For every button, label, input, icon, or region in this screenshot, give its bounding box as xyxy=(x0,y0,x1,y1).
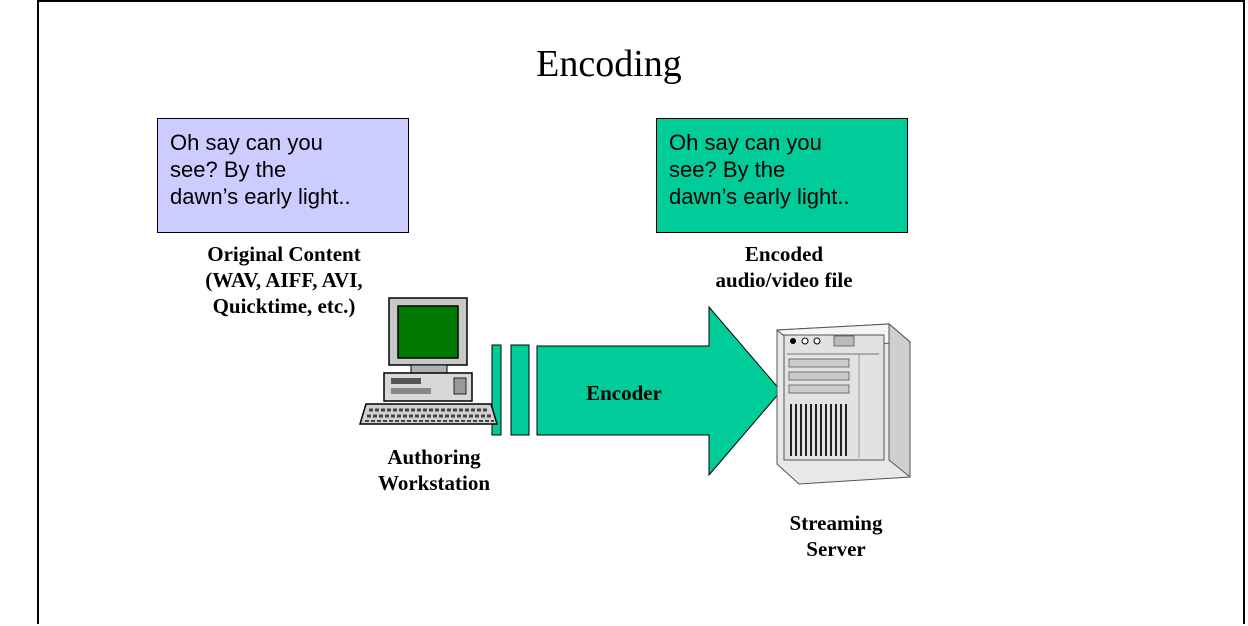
slide-title: Encoding xyxy=(536,43,682,85)
authoring-workstation-label: Authoring Workstation xyxy=(377,445,490,495)
slide: Encoding xyxy=(37,0,1245,624)
original-content-box: Oh say can you see? By the dawn’s early … xyxy=(157,118,409,233)
server-tower-icon xyxy=(775,322,912,485)
encoded-content-box: Oh say can you see? By the dawn’s early … xyxy=(656,118,908,233)
encoder-bar-2 xyxy=(510,344,530,436)
computer-workstation-icon xyxy=(358,297,499,425)
streaming-server-label: Streaming Server xyxy=(789,511,883,561)
encoder-label: Encoder xyxy=(586,381,662,405)
diagram-graphics xyxy=(358,297,912,485)
encoder-bar-1 xyxy=(491,344,502,436)
original-content-label: Original Content (WAV, AIFF, AVI, Quickt… xyxy=(205,242,363,318)
encoder-arrow xyxy=(536,305,782,477)
encoded-file-label: Encoded audio/video file xyxy=(715,242,853,292)
